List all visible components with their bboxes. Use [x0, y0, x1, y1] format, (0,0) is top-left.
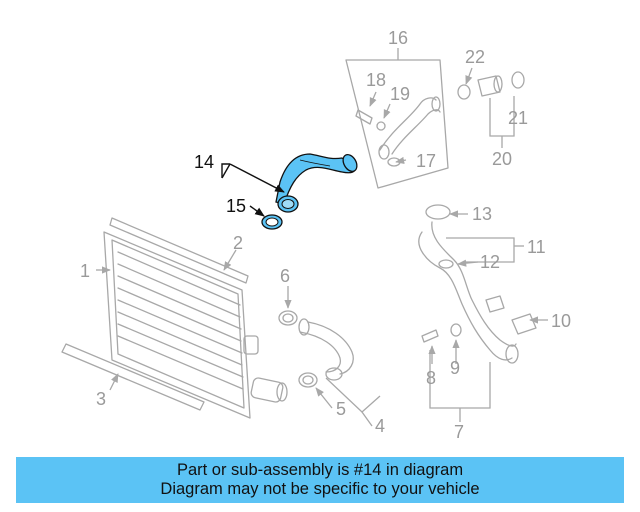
callout-6: 6: [280, 266, 290, 286]
callout-7: 7: [454, 422, 464, 442]
callout-16: 16: [388, 28, 408, 48]
callout-15: 15: [226, 196, 246, 216]
callout-4: 4: [375, 416, 385, 436]
callout-17: 17: [416, 151, 436, 171]
callout-12: 12: [480, 252, 500, 272]
callout-14: 14: [194, 152, 214, 172]
callout-20: 20: [492, 149, 512, 169]
callout-10: 10: [551, 311, 571, 331]
callout-2: 2: [233, 233, 243, 253]
callout-8: 8: [426, 368, 436, 388]
callout-21: 21: [508, 108, 528, 128]
intercooler-lower-bracket: [61, 343, 205, 411]
clamp-5: [298, 372, 318, 388]
callout-18: 18: [366, 70, 386, 90]
callout-1: 1: [80, 261, 90, 281]
callout-11: 11: [527, 237, 546, 257]
banner-line-1: Part or sub-assembly is #14 in diagram: [176, 461, 464, 479]
clamp-part-15: [261, 214, 283, 230]
fitting-group-20: [457, 71, 525, 100]
callout-22: 22: [465, 47, 485, 67]
lower-charge-hose: [298, 318, 354, 381]
intercooler: [103, 231, 288, 419]
callout-3: 3: [96, 389, 106, 409]
callout-13: 13: [472, 204, 492, 224]
banner-line-2: Diagram may not be specific to your vehi…: [160, 480, 480, 498]
clamp-6: [278, 310, 298, 326]
callout-19: 19: [390, 84, 410, 104]
parts-diagram: 1 2 3 4 5 6 7 8 9 10 11 12 13 14 15 16 1…: [61, 28, 571, 442]
callout-9: 9: [450, 358, 460, 378]
charge-pipe-assembly-7: [418, 204, 537, 364]
hose-part-14: [275, 153, 358, 213]
intercooler-upper-bracket: [109, 217, 249, 284]
callout-5: 5: [336, 399, 346, 419]
part-info-banner: Part or sub-assembly is #14 in diagram D…: [16, 457, 624, 503]
